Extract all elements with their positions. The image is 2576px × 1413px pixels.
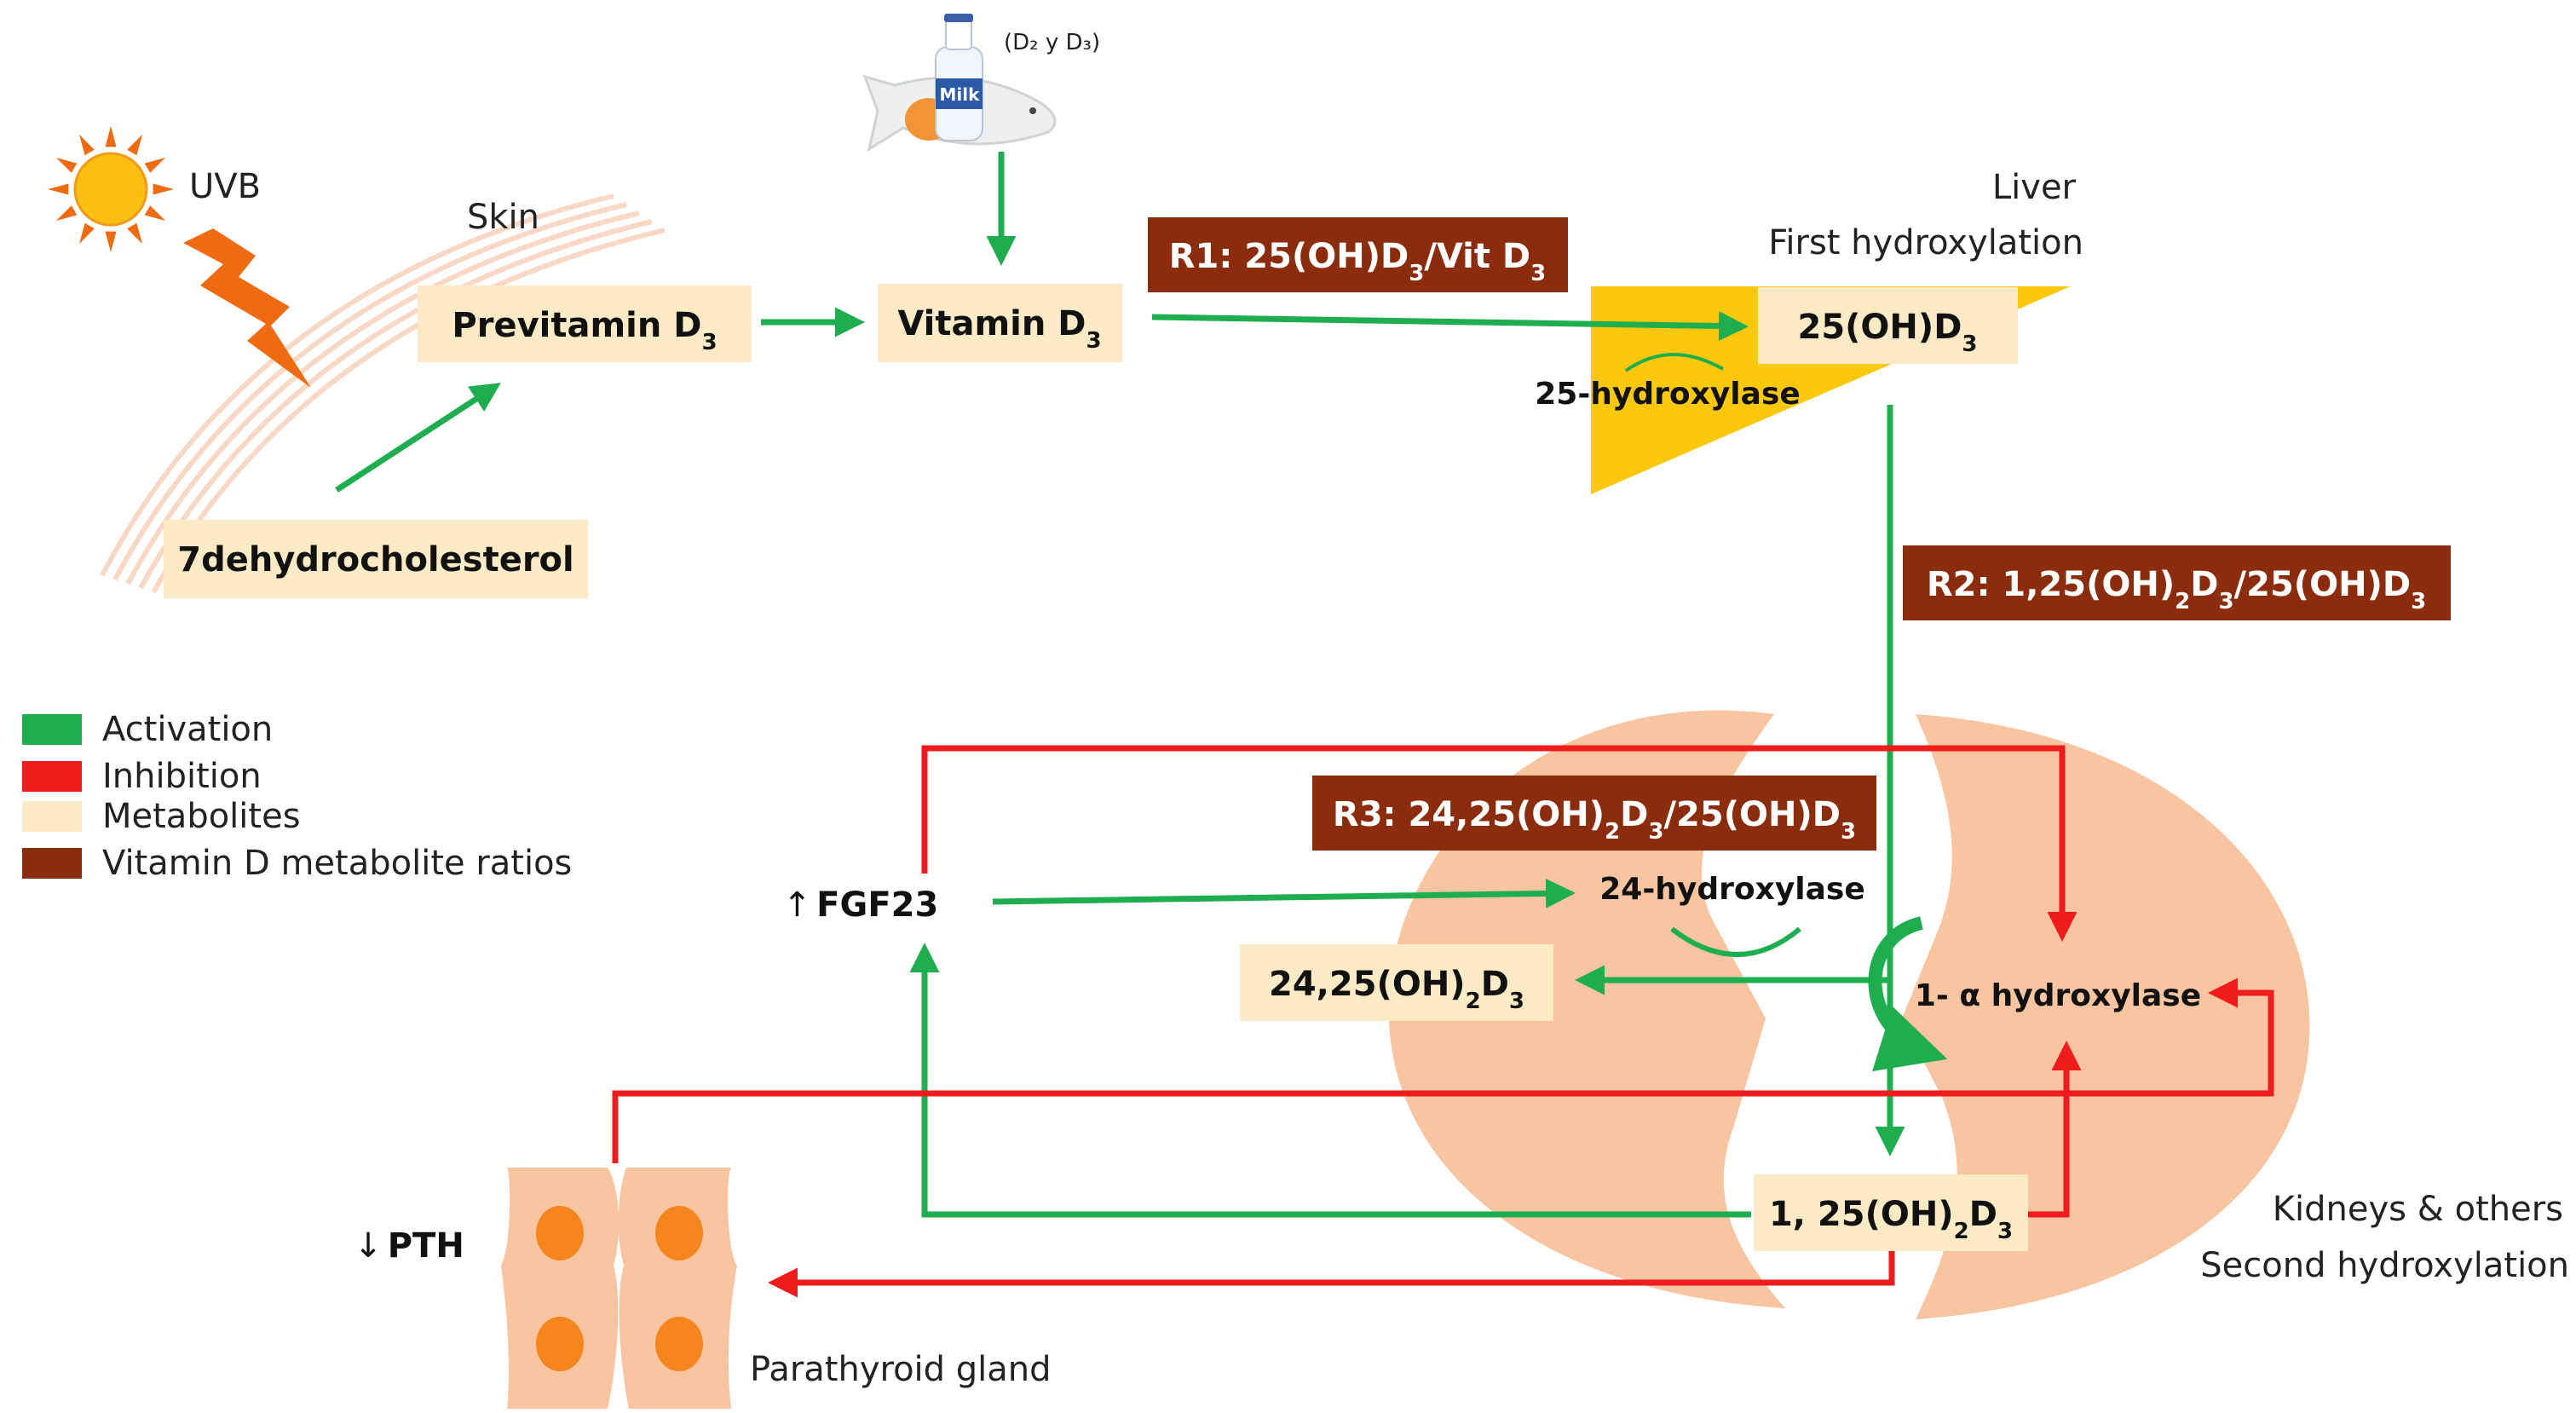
inhibition-arrow bbox=[768, 1244, 1895, 1298]
metabolite-1-25-oh2-d3: 1, 25(OH)2D3 bbox=[1754, 1174, 2028, 1251]
legend-swatch bbox=[22, 801, 82, 832]
sun-ray bbox=[127, 222, 142, 245]
metabolite-label: 7dehydrocholesterol bbox=[177, 540, 573, 580]
enzyme-25-hydroxylase: 25-hydroxylase bbox=[1535, 377, 1801, 412]
parathyroid-left-lobe bbox=[501, 1168, 620, 1409]
skin-layer bbox=[100, 193, 666, 594]
sun-ray bbox=[48, 183, 69, 195]
gland-spot bbox=[536, 1206, 584, 1260]
legend-label: Vitamin D metabolite ratios bbox=[102, 844, 572, 883]
sun-ray bbox=[153, 183, 174, 195]
enzyme-1-alpha-hydroxylase: 1- α hydroxylase bbox=[1915, 978, 2201, 1013]
sun-ray bbox=[105, 231, 117, 252]
parathyroid-right-lobe bbox=[618, 1168, 737, 1409]
metabolite-box bbox=[1758, 287, 2018, 364]
metabolite-24-25-oh2-d3: 24,25(OH)2D3 bbox=[1240, 944, 1553, 1021]
legend-label: Activation bbox=[102, 710, 273, 749]
ratio-box bbox=[1312, 776, 1876, 851]
metabolite-25-oh-d3: 25(OH)D3 bbox=[1758, 287, 2018, 364]
sun-ray bbox=[55, 205, 78, 221]
metabolite-7dehydrocholesterol: 7dehydrocholesterol bbox=[164, 520, 588, 598]
activation-arrow bbox=[1151, 311, 1749, 342]
legend-swatch bbox=[22, 714, 82, 745]
sun-ray bbox=[144, 205, 166, 221]
legend-swatch bbox=[22, 761, 82, 792]
skin-label: Skin bbox=[467, 198, 539, 237]
legend-label: Metabolites bbox=[102, 797, 301, 836]
ratio-label: R1: 25(OH)D3/Vit D3 bbox=[1169, 237, 1546, 286]
metabolite-box bbox=[1240, 944, 1553, 1021]
sun-icon bbox=[48, 126, 174, 252]
activation-arrow bbox=[992, 878, 1576, 908]
liver-label: Liver bbox=[1992, 168, 2077, 207]
enzyme-24-hydroxylase: 24-hydroxylase bbox=[1599, 872, 1865, 907]
pth-label: ↓PTH bbox=[354, 1226, 464, 1266]
sun-ray bbox=[127, 134, 142, 156]
lightning-bolt-icon bbox=[183, 228, 311, 388]
legend-swatch bbox=[22, 848, 82, 879]
hydroxylase-25-arc bbox=[1624, 353, 1724, 372]
metabolite-previtamin-d3: Previtamin D3 bbox=[418, 285, 752, 362]
uvb-label: UVB bbox=[189, 167, 261, 206]
kidney-right-shape bbox=[1902, 714, 2310, 1319]
kidneys-label: Kidneys & others bbox=[2273, 1190, 2563, 1229]
diet-source-label: (D₂ y D₃) bbox=[1004, 30, 1100, 55]
metabolite-label: 24,25(OH)2D3 bbox=[1269, 965, 1524, 1014]
alpha-hydroxylase-arc bbox=[1868, 916, 1948, 1072]
ratio-box bbox=[1148, 217, 1568, 292]
gland-spot bbox=[655, 1206, 703, 1260]
first-hydroxylation-label: First hydroxylation bbox=[1768, 223, 2083, 262]
inhibition-arrows bbox=[612, 745, 2274, 1298]
sun-ray bbox=[79, 222, 95, 245]
parathyroid-gland bbox=[501, 1168, 737, 1409]
activation-arrows bbox=[335, 152, 1905, 1218]
hydroxylase-24-arc bbox=[1670, 926, 1801, 957]
diet-sources-icon: Milk bbox=[862, 14, 1057, 153]
kidney-left-shape bbox=[1388, 710, 1785, 1308]
ratio-r2: R2: 1,25(OH)2D3/25(OH)D3 bbox=[1903, 545, 2451, 620]
ratio-label: R3: 24,25(OH)2D3/25(OH)D3 bbox=[1333, 795, 1856, 845]
inhibition-arrow bbox=[921, 745, 2078, 942]
sun-ray bbox=[105, 126, 117, 147]
inhibition-arrow bbox=[612, 978, 2274, 1163]
inhibition-arrow bbox=[2028, 1041, 2082, 1218]
parathyroid-label: Parathyroid gland bbox=[750, 1350, 1052, 1389]
ratio-r3: R3: 24,25(OH)2D3/25(OH)D3 bbox=[1312, 776, 1876, 851]
metabolite-label: 25(OH)D3 bbox=[1797, 308, 1977, 357]
milk-label: Milk bbox=[940, 84, 981, 105]
second-hydroxylation-label: Second hydroxylation bbox=[2200, 1246, 2569, 1285]
ratio-label: R2: 1,25(OH)2D3/25(OH)D3 bbox=[1927, 565, 2426, 614]
gland-spot bbox=[655, 1317, 703, 1371]
fgf23-label: ↑FGF23 bbox=[783, 885, 939, 925]
metabolite-vitamin-d3: Vitamin D3 bbox=[878, 284, 1122, 362]
gland-spot bbox=[536, 1317, 584, 1371]
legend-label: Inhibition bbox=[102, 757, 262, 796]
metabolite-box bbox=[164, 520, 588, 598]
metabolite-label: 1, 25(OH)2D3 bbox=[1769, 1195, 2013, 1244]
sun-rays bbox=[48, 126, 174, 252]
sun-ray bbox=[144, 158, 166, 173]
metabolite-box bbox=[418, 285, 752, 362]
metabolite-label: Previtamin D3 bbox=[452, 306, 717, 355]
sun-ray bbox=[79, 134, 95, 156]
metabolite-label: Vitamin D3 bbox=[897, 304, 1101, 354]
activation-arrow bbox=[909, 943, 1751, 1218]
metabolite-box bbox=[878, 284, 1122, 362]
ratio-r1: R1: 25(OH)D3/Vit D3 bbox=[1148, 217, 1568, 292]
sun-ray bbox=[55, 158, 78, 173]
activation-arrow bbox=[335, 383, 501, 493]
metabolite-box bbox=[1754, 1174, 2028, 1251]
sun-core bbox=[73, 152, 148, 227]
ratio-box bbox=[1903, 545, 2451, 620]
